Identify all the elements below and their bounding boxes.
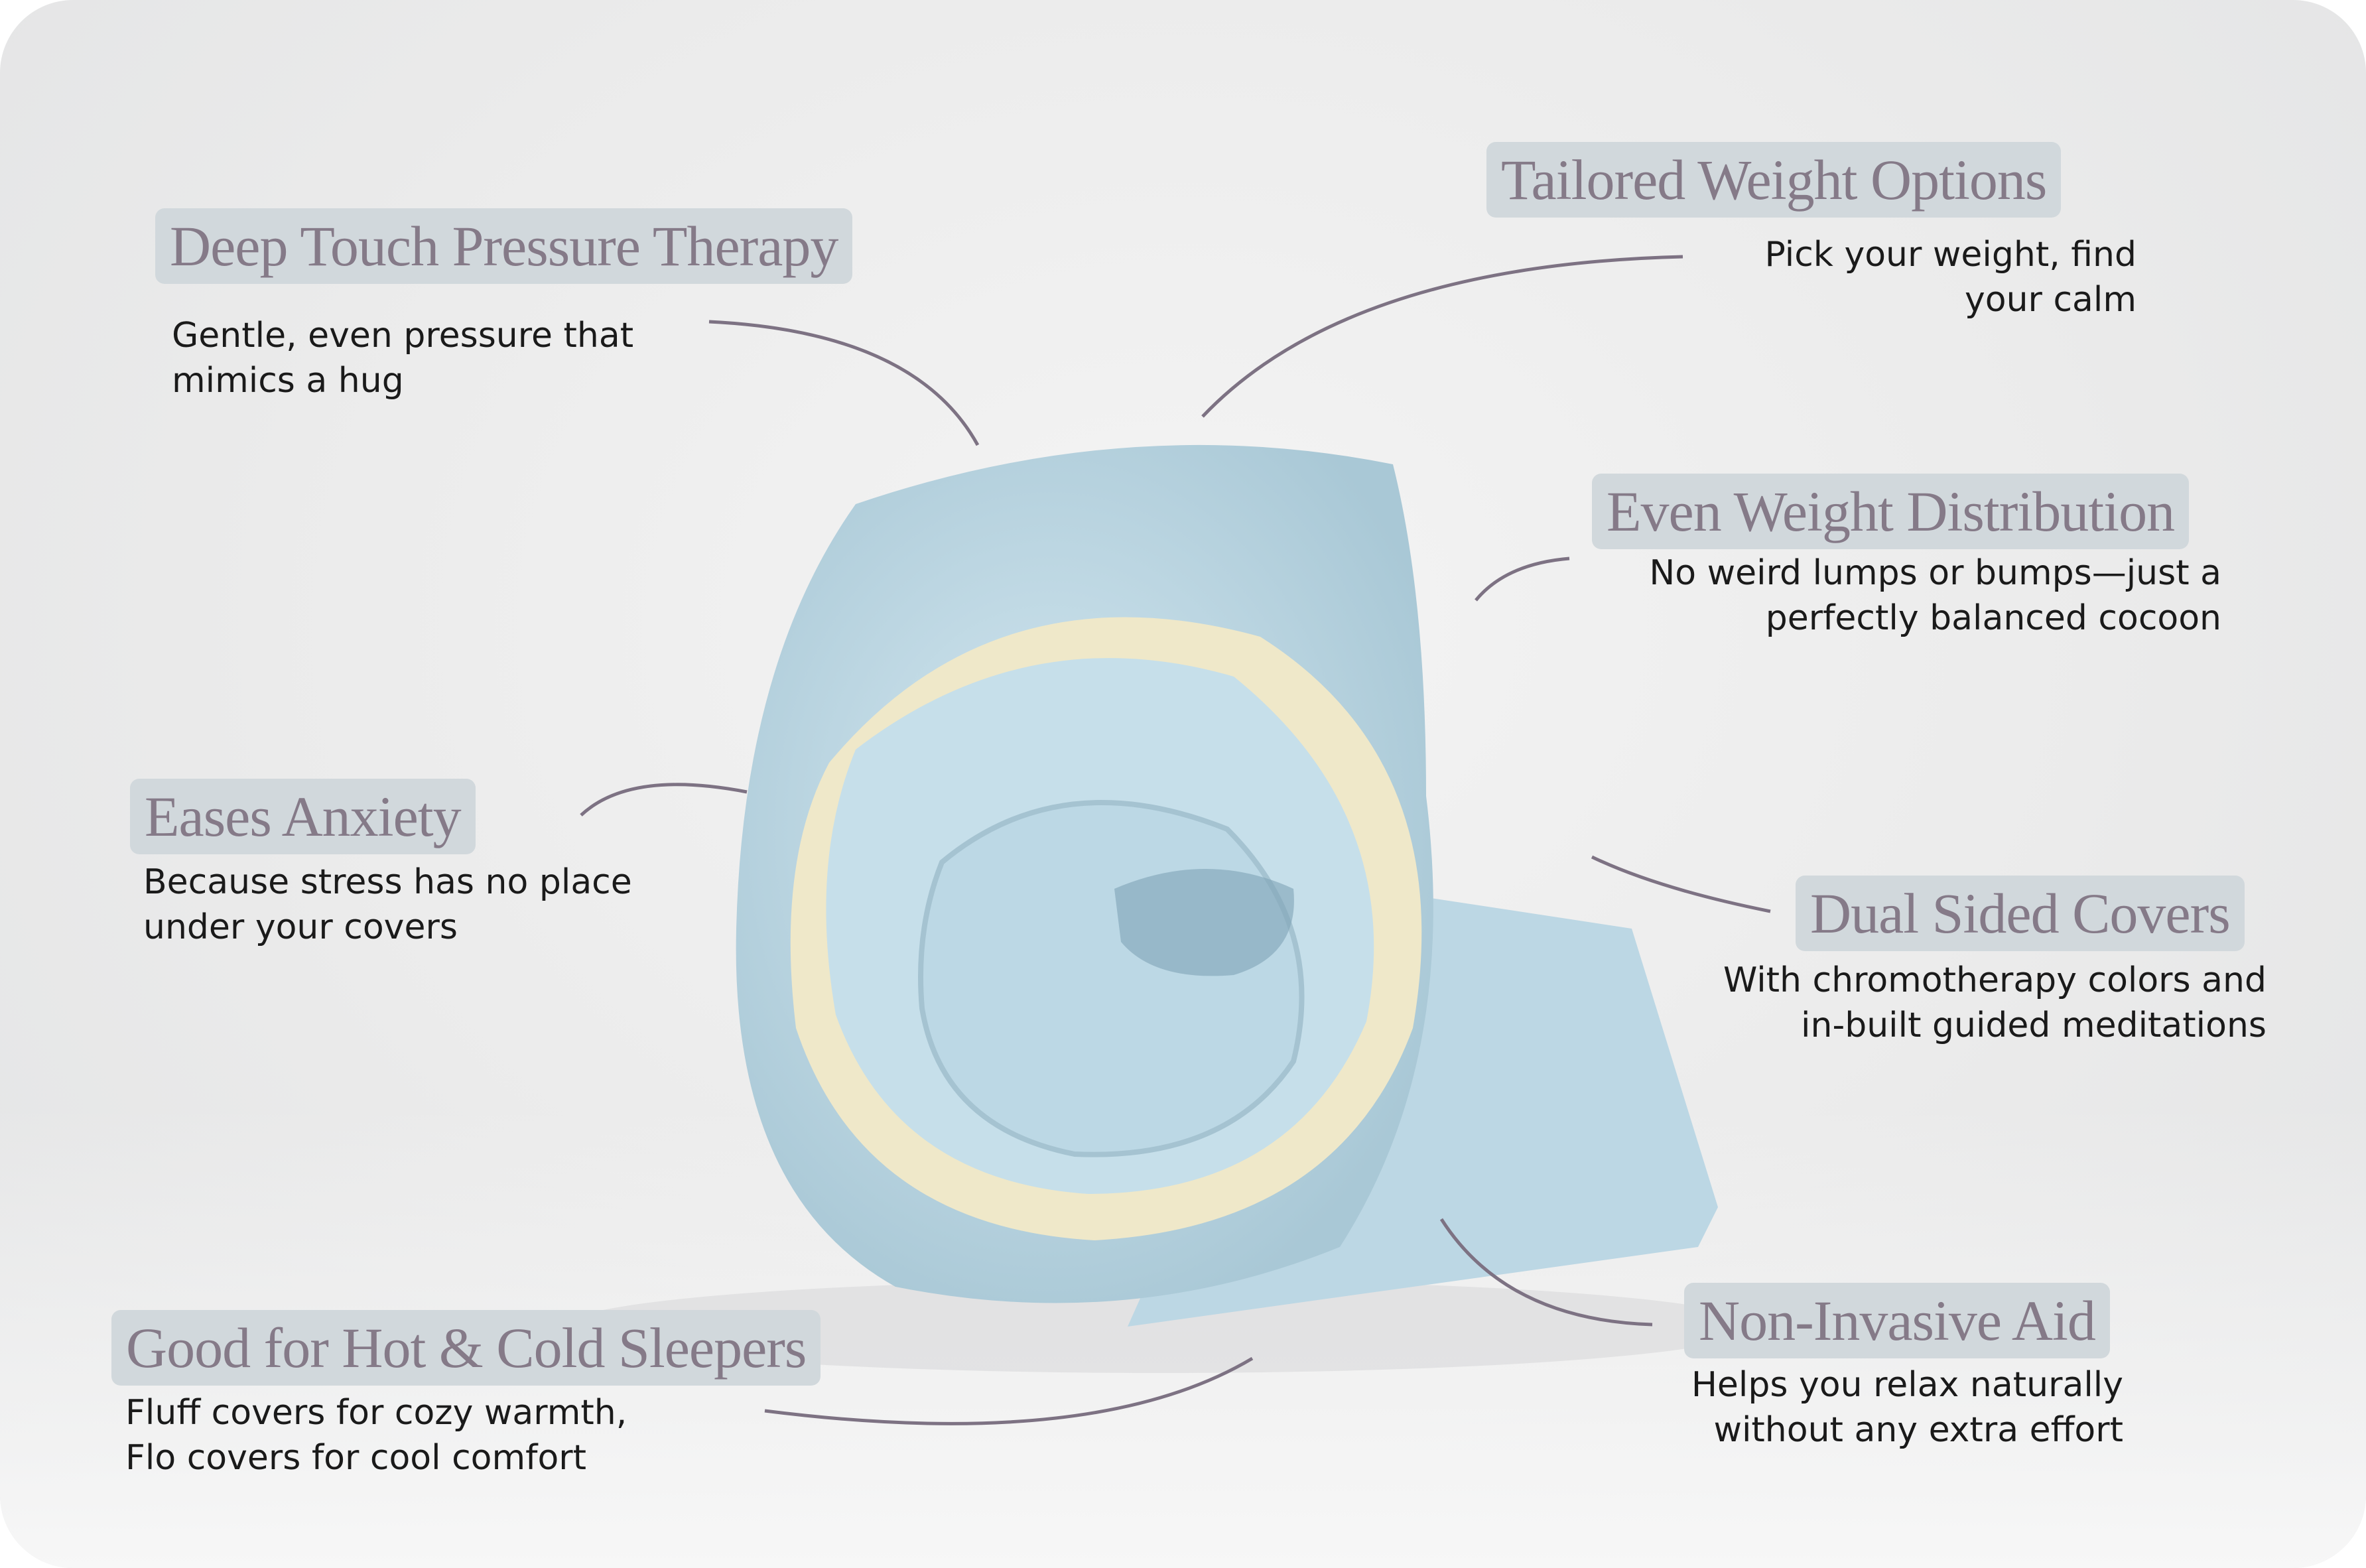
desc-line: without any extra effort (1713, 1410, 2123, 1450)
feature-desc-hot-cold: Fluff covers for cozy warmth, Flo covers … (125, 1390, 627, 1480)
desc-line: in-built guided meditations (1801, 1006, 2267, 1045)
feature-title-deep-touch: Deep Touch Pressure Therapy (155, 208, 853, 284)
feature-desc-dual-sided: With chromotherapy colors and in-built gu… (1723, 958, 2267, 1048)
spiral-core (1114, 869, 1294, 976)
desc-line: under your covers (143, 907, 458, 947)
desc-line: Fluff covers for cozy warmth, (125, 1393, 627, 1433)
feature-desc-eases-anxiety: Because stress has no place under your co… (143, 860, 632, 950)
desc-line: Because stress has no place (143, 862, 632, 902)
blanket-shadow (564, 1280, 1758, 1373)
spiral-1 (918, 800, 1305, 1157)
desc-line: No weird lumps or bumps—just a (1649, 553, 2221, 593)
feature-title-even-weight: Even Weight Distribution (1592, 474, 2190, 549)
feature-title-hot-cold: Good for Hot & Cold Sleepers (111, 1310, 821, 1386)
feature-desc-tailored-weight: Pick your weight, find your calm (1765, 232, 2136, 322)
feature-desc-even-weight: No weird lumps or bumps—just a perfectly … (1649, 551, 2221, 641)
feature-title-tailored-weight: Tailored Weight Options (1486, 142, 2062, 218)
feature-title-dual-sided: Dual Sided Covers (1796, 876, 2245, 951)
desc-line: mimics a hug (172, 361, 404, 401)
desc-line: Pick your weight, find (1764, 235, 2136, 275)
desc-line: With chromotherapy colors and (1723, 960, 2267, 1000)
desc-line: Flo covers for cool comfort (125, 1438, 587, 1478)
feature-title-non-invasive: Non-Invasive Aid (1684, 1283, 2110, 1358)
leader-lines (580, 255, 1771, 1425)
desc-line: Gentle, even pressure that (172, 316, 634, 356)
desc-line: your calm (1964, 280, 2136, 320)
feature-desc-deep-touch: Gentle, even pressure that mimics a hug (172, 313, 633, 403)
desc-line: perfectly balanced cocoon (1765, 598, 2221, 638)
feature-title-eases-anxiety: Eases Anxiety (130, 779, 476, 854)
desc-line: Helps you relax naturally (1691, 1365, 2123, 1405)
feature-desc-non-invasive: Helps you relax naturally without any ext… (1691, 1362, 2123, 1453)
